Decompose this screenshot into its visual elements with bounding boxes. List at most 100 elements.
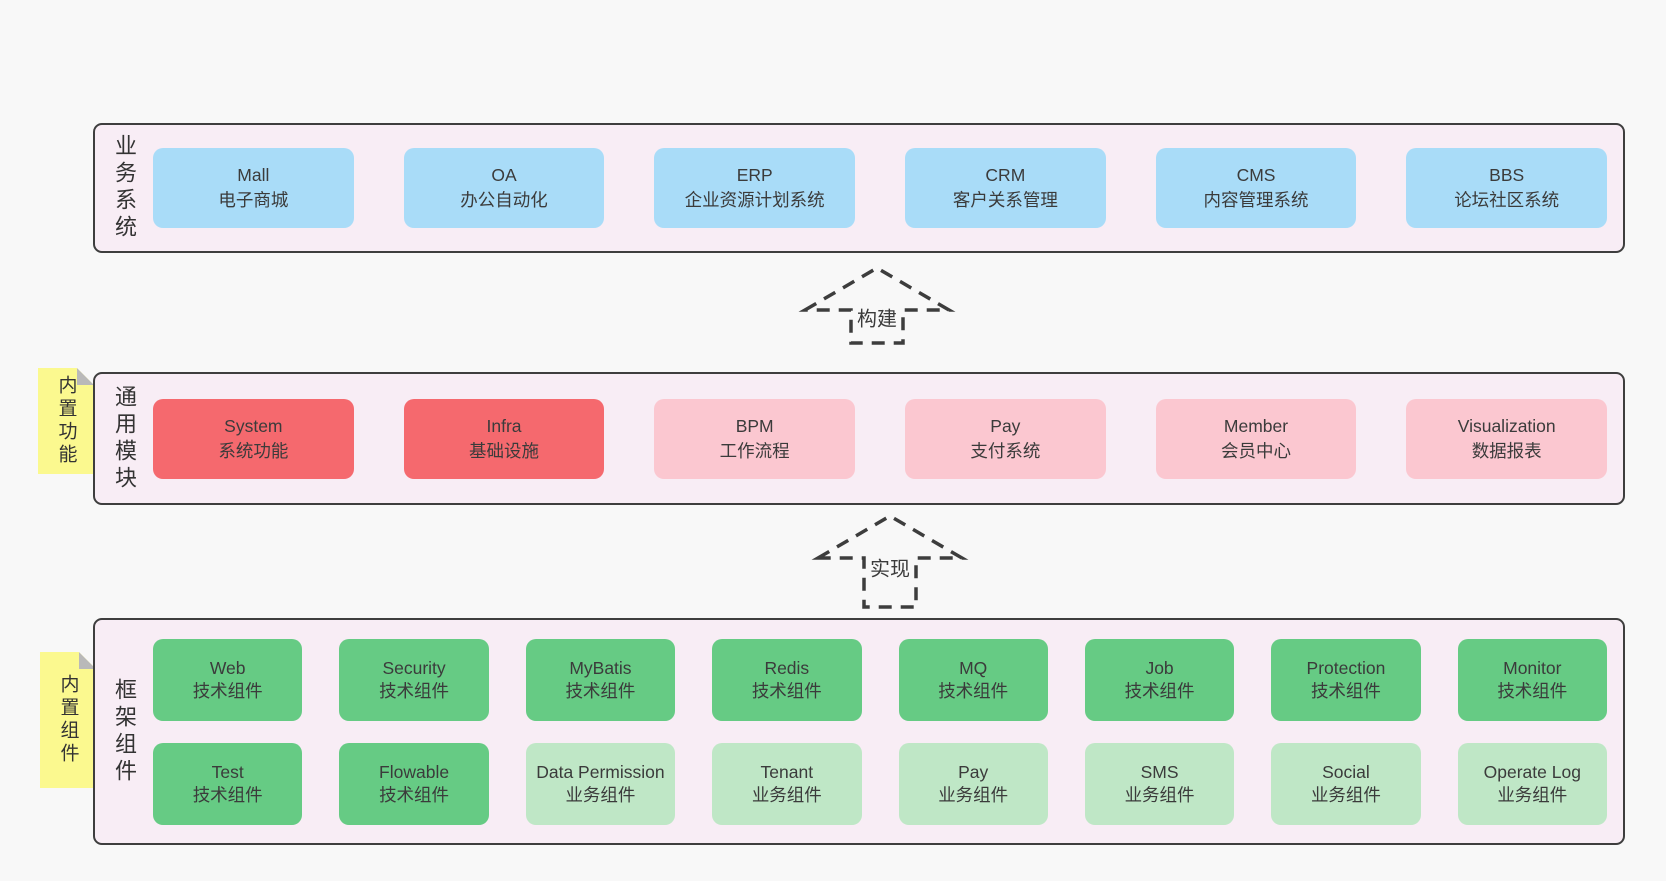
- box-subtitle: 技术组件: [192, 784, 263, 805]
- up-arrow-icon: [811, 513, 969, 609]
- box-subtitle: 基础设施: [469, 440, 539, 461]
- box-subtitle: 业务组件: [1310, 784, 1381, 805]
- framework-components-row-2: Test 技术组件 Flowable 技术组件 Data Permission …: [153, 742, 1607, 825]
- box-crm: CRM 客户关系管理: [905, 148, 1106, 228]
- box-subtitle: 业务组件: [565, 784, 636, 805]
- box-mybatis: MyBatis 技术组件: [525, 638, 676, 721]
- box-subtitle: 业务组件: [1124, 784, 1195, 805]
- common-modules-rows: System 系统功能 Infra 基础设施 BPM 工作流程 Pay 支付系统…: [153, 374, 1623, 503]
- common-modules-row: System 系统功能 Infra 基础设施 BPM 工作流程 Pay 支付系统…: [153, 398, 1608, 479]
- note-label: 内置功能: [55, 375, 77, 467]
- build-arrow: [795, 262, 960, 346]
- box-subtitle: 技术组件: [1124, 680, 1195, 701]
- box-mq: MQ 技术组件: [898, 638, 1048, 721]
- box-sms: SMS 业务组件: [1084, 742, 1235, 825]
- box-subtitle: 技术组件: [1310, 680, 1381, 701]
- box-bbs: BBS 论坛社区系统: [1406, 148, 1608, 228]
- box-subtitle: 技术组件: [379, 680, 450, 701]
- builtin-components-note: 内置组件: [40, 652, 96, 788]
- box-redis: Redis 技术组件: [712, 638, 862, 721]
- box-title: Visualization: [1457, 415, 1556, 436]
- box-title: Data Permission: [536, 761, 665, 782]
- box-data-permission: Data Permission 业务组件: [525, 742, 676, 825]
- box-title: System: [224, 415, 283, 436]
- box-subtitle: 系统功能: [218, 440, 289, 461]
- box-subtitle: 论坛社区系统: [1454, 190, 1560, 210]
- box-member: Member 会员中心: [1155, 398, 1357, 479]
- box-title: Security: [382, 657, 446, 678]
- box-title: SMS: [1140, 761, 1179, 782]
- box-title: ERP: [736, 165, 773, 186]
- build-arrow-label: 构建: [854, 301, 900, 333]
- box-bpm: BPM 工作流程: [654, 398, 856, 479]
- box-title: Operate Log: [1483, 761, 1581, 782]
- box-social: Social 业务组件: [1271, 742, 1421, 825]
- box-title: OA: [491, 165, 517, 186]
- box-subtitle: 技术组件: [1497, 680, 1568, 701]
- implement-arrow: [808, 508, 973, 610]
- box-title: CMS: [1236, 165, 1276, 186]
- box-subtitle: 会员中心: [1221, 440, 1292, 461]
- box-flowable: Flowable 技术组件: [339, 742, 489, 825]
- implement-arrow-label: 实现: [867, 551, 913, 583]
- box-subtitle: 内容管理系统: [1203, 190, 1309, 210]
- box-system: System 系统功能: [153, 398, 354, 479]
- framework-components-rows: Web 技术组件 Security 技术组件 MyBatis 技术组件 Redi…: [153, 620, 1623, 843]
- box-title: Pay: [990, 415, 1021, 436]
- box-title: BBS: [1489, 165, 1525, 186]
- box-title: Test: [211, 761, 244, 782]
- box-title: Member: [1223, 415, 1289, 436]
- box-title: Flowable: [379, 761, 450, 782]
- box-pay-module: Pay 支付系统: [905, 398, 1106, 479]
- up-arrow-icon: [798, 265, 956, 345]
- box-title: Monitor: [1503, 657, 1562, 678]
- box-subtitle: 技术组件: [379, 784, 450, 805]
- box-title: Tenant: [760, 761, 814, 782]
- framework-components-panel: 框架组件 Web 技术组件 Security 技术组件 MyBatis 技术组件…: [93, 618, 1625, 845]
- common-modules-panel: 通用模块 System 系统功能 Infra 基础设施 BPM 工作流程 Pay…: [93, 372, 1625, 505]
- business-systems-panel: 业务系统 Mall 电子商城 OA 办公自动化 ERP 企业资源计划系统 CRM…: [93, 123, 1625, 253]
- box-title: MyBatis: [569, 657, 632, 678]
- business-systems-label: 业务系统: [112, 134, 137, 242]
- box-title: Pay: [958, 761, 989, 782]
- business-systems-rows: Mall 电子商城 OA 办公自动化 ERP 企业资源计划系统 CRM 客户关系…: [153, 125, 1623, 251]
- box-title: Infra: [486, 415, 522, 436]
- box-title: Web: [209, 657, 246, 678]
- box-subtitle: 业务组件: [938, 784, 1009, 805]
- box-subtitle: 技术组件: [192, 680, 263, 701]
- box-subtitle: 办公自动化: [460, 190, 548, 210]
- box-title: Social: [1322, 761, 1370, 782]
- box-subtitle: 工作流程: [719, 440, 790, 461]
- box-operate-log: Operate Log 业务组件: [1457, 742, 1607, 825]
- box-subtitle: 支付系统: [970, 440, 1041, 461]
- box-subtitle: 技术组件: [938, 680, 1009, 701]
- box-title: Redis: [764, 657, 810, 678]
- box-subtitle: 企业资源计划系统: [684, 190, 825, 210]
- box-title: CRM: [985, 165, 1026, 186]
- box-pay-component: Pay 业务组件: [898, 742, 1048, 825]
- box-oa: OA 办公自动化: [403, 148, 605, 228]
- box-visualization: Visualization 数据报表: [1406, 398, 1608, 479]
- box-web: Web 技术组件: [153, 638, 303, 721]
- common-modules-label: 通用模块: [112, 384, 137, 493]
- box-infra: Infra 基础设施: [403, 398, 605, 479]
- box-tenant: Tenant 业务组件: [712, 742, 862, 825]
- box-title: Mall: [237, 165, 270, 186]
- box-subtitle: 技术组件: [565, 680, 636, 701]
- box-subtitle: 电子商城: [218, 190, 289, 210]
- box-title: MQ: [959, 657, 988, 678]
- box-security: Security 技术组件: [339, 638, 489, 721]
- box-monitor: Monitor 技术组件: [1457, 638, 1607, 721]
- box-subtitle: 技术组件: [751, 680, 822, 701]
- box-cms: CMS 内容管理系统: [1155, 148, 1357, 228]
- box-job: Job 技术组件: [1084, 638, 1235, 721]
- box-subtitle: 业务组件: [1497, 784, 1568, 805]
- box-subtitle: 业务组件: [751, 784, 822, 805]
- box-erp: ERP 企业资源计划系统: [654, 148, 856, 228]
- framework-components-label: 框架组件: [112, 677, 137, 786]
- box-title: BPM: [735, 415, 774, 436]
- box-protection: Protection 技术组件: [1271, 638, 1421, 721]
- builtin-functions-note: 内置功能: [38, 368, 94, 474]
- box-test: Test 技术组件: [153, 742, 303, 825]
